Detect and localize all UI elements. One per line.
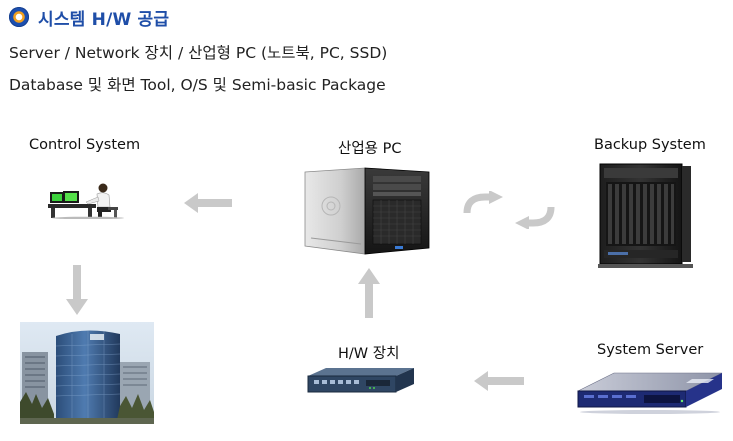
arrow-down-icon: [66, 265, 88, 315]
arrow-up-icon: [358, 268, 380, 318]
sync-arrows-icon: [463, 190, 555, 230]
rack-server-icon: [574, 367, 724, 415]
bullet-ring-icon: [9, 7, 29, 27]
section-title: 시스템 H/W 공급: [9, 5, 170, 30]
office-building-image: [20, 322, 154, 424]
industrial-pc-label: 산업용 PC: [338, 141, 402, 157]
network-device-icon: [306, 366, 416, 394]
control-system-label: Control System: [29, 137, 141, 153]
backup-system-label: Backup System: [594, 137, 706, 153]
operator-workstation-icon: [48, 183, 130, 220]
section-title-text: 시스템 H/W 공급: [38, 9, 170, 30]
description-line-1: Server / Network 장치 / 산업형 PC (노트북, PC, S…: [9, 44, 388, 62]
server-rack-icon: [598, 162, 693, 270]
description-line-2: Database 및 화면 Tool, O/S 및 Semi-basic Pac…: [9, 76, 386, 94]
system-server-label: System Server: [597, 342, 704, 358]
arrow-left-icon: [184, 193, 232, 213]
tower-pc-icon: [303, 166, 433, 256]
hw-device-label: H/W 장치: [338, 346, 400, 362]
arrow-left-icon: [474, 371, 524, 391]
